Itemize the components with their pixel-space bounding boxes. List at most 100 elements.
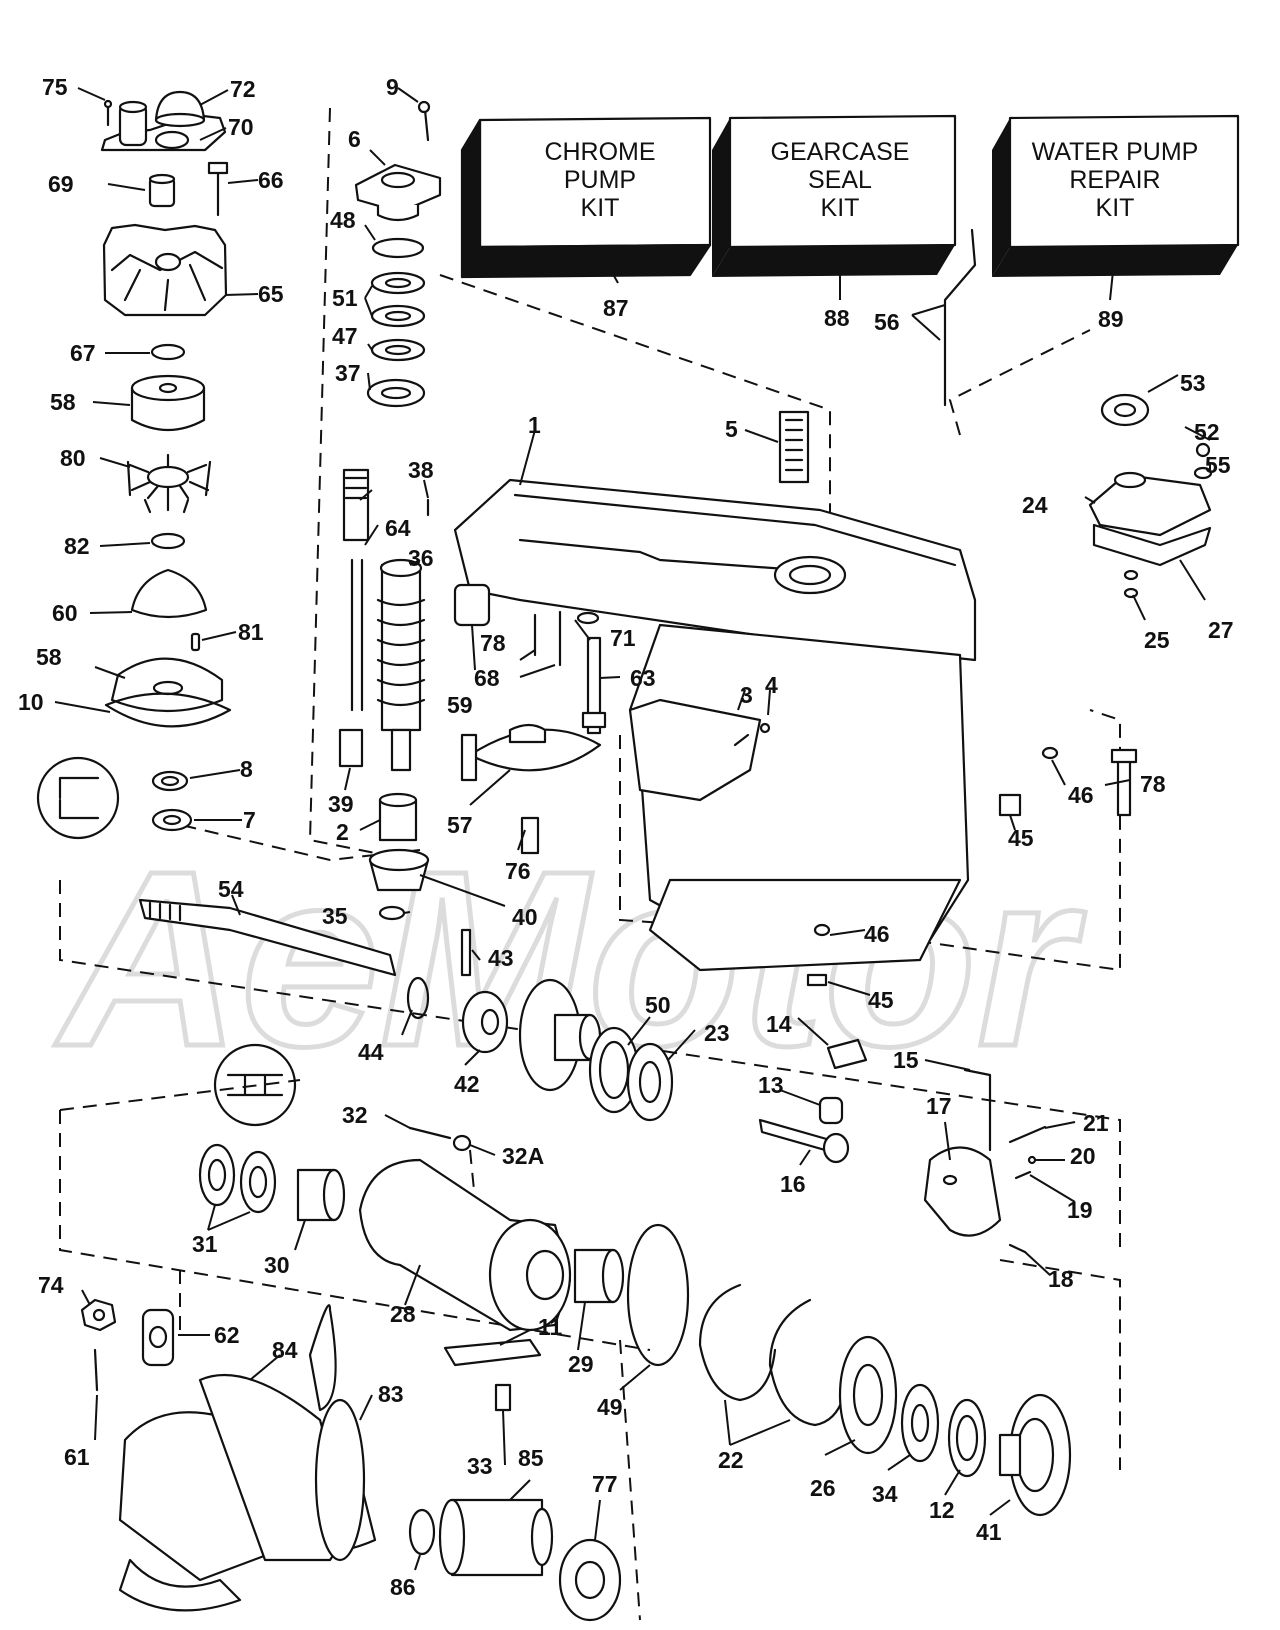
callout-7: 7 — [243, 807, 256, 833]
kit-87-line-2: PUMP — [564, 166, 636, 194]
callout-63: 63 — [630, 665, 656, 691]
callout-78b: 78 — [1140, 771, 1166, 797]
callout-10: 10 — [18, 689, 44, 715]
callout-46: 46 — [1068, 782, 1094, 808]
callout-51: 51 — [332, 285, 358, 311]
callout-15: 15 — [893, 1047, 919, 1073]
callout-31: 31 — [192, 1231, 218, 1257]
gearcase-housing — [453, 410, 1138, 987]
propshaft-parts — [138, 898, 1047, 1254]
callout-36: 36 — [408, 545, 434, 571]
callout-59: 59 — [447, 692, 473, 718]
callout-20: 20 — [1070, 1143, 1096, 1169]
kit-87-line-1: CHROME — [544, 138, 655, 166]
callout-52: 52 — [1194, 419, 1220, 445]
callout-87: 87 — [603, 295, 629, 321]
callout-25: 25 — [1144, 627, 1170, 653]
callout-21: 21 — [1083, 1110, 1109, 1136]
callout-32a: 32A — [502, 1143, 544, 1169]
callout-29: 29 — [568, 1351, 594, 1377]
callout-61: 61 — [64, 1444, 90, 1470]
callout-66: 66 — [258, 167, 284, 193]
water-tube-and-cover — [943, 228, 1213, 599]
kit-89-line-2: REPAIR — [1069, 166, 1160, 194]
callout-13: 13 — [758, 1072, 784, 1098]
callout-45b: 45 — [868, 987, 894, 1013]
callout-65: 65 — [258, 281, 284, 307]
callout-48: 48 — [330, 207, 356, 233]
callout-18: 18 — [1048, 1266, 1074, 1292]
callout-28: 28 — [390, 1301, 416, 1327]
callout-49: 49 — [597, 1394, 623, 1420]
callout-40: 40 — [512, 904, 538, 930]
callout-60: 60 — [52, 600, 78, 626]
callout-27: 27 — [1208, 617, 1234, 643]
kit-88-line-1: GEARCASE — [771, 138, 910, 166]
kit-box-chrome-pump — [460, 116, 712, 279]
callout-75: 75 — [42, 74, 68, 100]
callout-70: 70 — [228, 114, 254, 140]
callout-42: 42 — [454, 1071, 480, 1097]
callout-54: 54 — [218, 876, 244, 902]
callout-83: 83 — [378, 1381, 404, 1407]
callout-71: 71 — [610, 625, 636, 651]
leader-lines — [54, 87, 1211, 1571]
kit-box-water-pump-repair — [992, 114, 1240, 277]
callout-6: 6 — [348, 126, 361, 152]
callout-84: 84 — [272, 1337, 298, 1363]
callout-72: 72 — [230, 76, 256, 102]
callout-32: 32 — [342, 1102, 368, 1128]
callout-45: 45 — [1008, 825, 1034, 851]
callout-26: 26 — [810, 1475, 836, 1501]
callout-16: 16 — [780, 1171, 806, 1197]
callout-80: 80 — [60, 445, 86, 471]
callout-55: 55 — [1205, 452, 1231, 478]
kit-89-line-1: WATER PUMP — [1032, 138, 1199, 166]
water-pump-parts — [36, 90, 232, 840]
callout-2: 2 — [336, 819, 349, 845]
callout-labels: 75 72 70 69 66 65 67 58 80 82 60 81 58 1… — [18, 74, 1234, 1600]
driveshaft-parts — [338, 100, 442, 921]
callout-39: 39 — [328, 791, 354, 817]
callout-9: 9 — [386, 74, 399, 100]
callout-53: 53 — [1180, 370, 1206, 396]
kit-88-line-2: SEAL — [808, 166, 872, 194]
callout-56: 56 — [874, 309, 900, 335]
callout-43: 43 — [488, 945, 514, 971]
kit-box-gearcase-seal — [712, 114, 957, 277]
callout-22: 22 — [718, 1447, 744, 1473]
callout-44: 44 — [358, 1039, 384, 1065]
callout-68: 68 — [474, 665, 500, 691]
callout-11: 11 — [538, 1314, 563, 1340]
callout-50: 50 — [645, 992, 671, 1018]
callout-57: 57 — [447, 812, 473, 838]
bearing-carrier-parts — [198, 1043, 1072, 1517]
callout-46b: 46 — [864, 921, 890, 947]
callout-19: 19 — [1067, 1197, 1093, 1223]
callout-23: 23 — [704, 1020, 730, 1046]
callout-33: 33 — [467, 1453, 493, 1479]
callout-8: 8 — [240, 756, 253, 782]
callout-78: 78 — [480, 630, 506, 656]
callout-24: 24 — [1022, 492, 1048, 518]
callout-67: 67 — [70, 340, 96, 366]
callout-17: 17 — [926, 1093, 952, 1119]
callout-3: 3 — [740, 682, 753, 708]
callout-88: 88 — [824, 305, 850, 331]
callout-58: 58 — [50, 389, 76, 415]
callout-30: 30 — [264, 1252, 290, 1278]
callout-4: 4 — [765, 672, 778, 698]
callout-58b: 58 — [36, 644, 62, 670]
callout-12: 12 — [929, 1497, 955, 1523]
callout-74: 74 — [38, 1272, 64, 1298]
callout-62: 62 — [214, 1322, 240, 1348]
callout-47: 47 — [332, 323, 358, 349]
propeller-parts — [80, 1298, 622, 1622]
callout-64: 64 — [385, 515, 411, 541]
callout-1: 1 — [528, 412, 541, 438]
callout-89: 89 — [1098, 306, 1124, 332]
callout-35: 35 — [322, 903, 348, 929]
kit-87-line-3: KIT — [581, 194, 620, 222]
